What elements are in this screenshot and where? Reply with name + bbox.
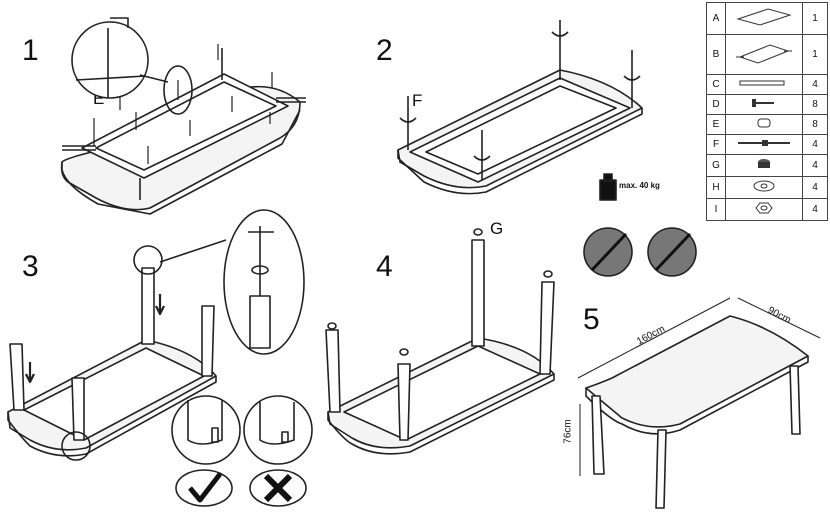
- dowel-icon: [725, 114, 803, 135]
- part-letter: H: [706, 176, 726, 199]
- part-letter: G: [706, 154, 726, 177]
- step-3-diagram: [7, 209, 305, 461]
- part-letter: I: [706, 198, 726, 221]
- step-5-number: 5: [583, 303, 600, 336]
- callout-g: G: [490, 219, 504, 238]
- step1-tabletop-edge: [61, 109, 301, 215]
- no-stand-icon: [583, 227, 633, 277]
- nut-icon: [725, 198, 803, 221]
- part-letter: B: [706, 34, 726, 75]
- part-letter: E: [706, 114, 726, 135]
- parts-table: A 1 B 1 C 4 D 8 E 8 F 4 G 4 H 4 I 4: [706, 2, 828, 221]
- weight-icon: [599, 173, 617, 201]
- part-letter: A: [706, 2, 726, 35]
- check-icon: [175, 469, 233, 507]
- down-arrow-icon-2: [155, 294, 165, 316]
- part-letter: C: [706, 74, 726, 95]
- step-5-diagram: [577, 297, 821, 509]
- part-qty: 1: [802, 2, 828, 35]
- parts-row: C 4: [706, 74, 828, 95]
- part-qty: 4: [802, 154, 828, 177]
- callout-e: E: [93, 89, 105, 108]
- step1-frame-inner: [95, 81, 277, 171]
- tabletop-icon: [725, 2, 803, 35]
- parts-row: F 4: [706, 134, 828, 155]
- parts-row: E 8: [706, 114, 828, 135]
- step-4-number: 4: [376, 250, 393, 283]
- parts-row: A 1: [706, 2, 828, 35]
- step2-frame: [409, 77, 631, 183]
- part-qty: 8: [802, 94, 828, 115]
- step5-legs: [591, 365, 801, 509]
- callout-f: F: [412, 91, 423, 110]
- screw-icon: [725, 94, 803, 115]
- step-4-diagram: [325, 228, 555, 455]
- step-1-diagram: [60, 17, 306, 215]
- part-qty: 4: [802, 198, 828, 221]
- parts-row: B 1: [706, 34, 828, 75]
- frame-icon: [725, 34, 803, 75]
- step4-legs: [325, 239, 555, 441]
- step1-screws: [93, 44, 273, 164]
- part-qty: 4: [802, 134, 828, 155]
- bolt-icon: [725, 134, 803, 155]
- no-climb-icon: [647, 227, 697, 277]
- insert-correct: [171, 395, 241, 465]
- step-2-diagram: [397, 20, 643, 195]
- part-qty: 1: [802, 34, 828, 75]
- step-3-number: 3: [22, 250, 39, 283]
- part-qty: 8: [802, 114, 828, 135]
- step1-frame: [81, 73, 289, 179]
- step-2-number: 2: [376, 34, 393, 67]
- step3-bolt-detail-circle: [223, 209, 305, 355]
- step3-legs: [9, 267, 215, 441]
- parts-row: G 4: [706, 154, 828, 177]
- insert-incorrect: [243, 395, 313, 465]
- step5-tabletop: [585, 315, 809, 428]
- step-1-number: 1: [22, 34, 39, 67]
- cross-icon: [249, 469, 307, 507]
- step1-small-circle: [163, 65, 193, 115]
- down-arrow-icon: [25, 362, 35, 384]
- dimension-lines: [577, 297, 821, 476]
- dimension-height: 76cm: [562, 419, 574, 444]
- cap-icon: [725, 154, 803, 177]
- max-load-label: max. 40 kg: [619, 181, 660, 190]
- step3-foot-circle: [61, 431, 91, 461]
- washer-icon: [725, 176, 803, 199]
- leg-icon: [725, 74, 803, 95]
- part-qty: 4: [802, 74, 828, 95]
- parts-row: H 4: [706, 176, 828, 199]
- step1-detail-circle: [71, 21, 149, 99]
- part-qty: 4: [802, 176, 828, 199]
- parts-row: I 4: [706, 198, 828, 221]
- step3-leg-detail-circle: [133, 245, 163, 275]
- parts-row: D 8: [706, 94, 828, 115]
- part-letter: F: [706, 134, 726, 155]
- part-letter: D: [706, 94, 726, 115]
